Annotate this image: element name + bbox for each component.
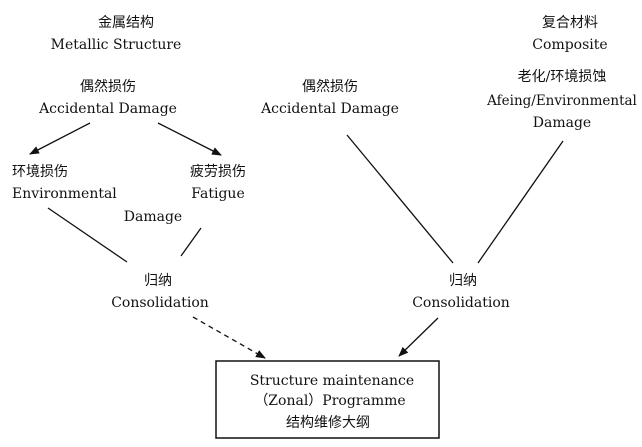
composite-title-cn: 复合材料 bbox=[542, 14, 598, 31]
programme-line1: Structure maintenance bbox=[250, 373, 414, 389]
metallic-accidental-en: Accidental Damage bbox=[38, 101, 177, 117]
metallic-accidental-cn: 偶然损伤 bbox=[80, 78, 136, 95]
arrow-composite-to-programme bbox=[398, 317, 439, 357]
composite-accidental-en: Accidental Damage bbox=[260, 101, 399, 117]
line-environmental-to-consolidation bbox=[47, 207, 128, 263]
arrow-to-environmental bbox=[29, 122, 91, 155]
dashed-arrow-metallic-to-programme bbox=[192, 316, 266, 359]
programme-line2: （Zonal）Programme bbox=[254, 393, 405, 409]
programme-line3: 结构维修大纲 bbox=[286, 415, 370, 431]
composite-ageing-cn: 老化/环境损蚀 bbox=[518, 69, 607, 85]
composite-accidental-cn: 偶然损伤 bbox=[302, 78, 358, 95]
metallic-title-cn: 金属结构 bbox=[98, 15, 154, 31]
line-ageing-to-consolidation bbox=[477, 140, 564, 264]
programme-box bbox=[215, 360, 440, 439]
composite-consolidation-cn: 归纳 bbox=[449, 272, 477, 289]
metallic-damage-label: Damage bbox=[124, 209, 182, 225]
metallic-environmental-en: Environmental bbox=[12, 186, 117, 202]
composite-title-en: Composite bbox=[532, 37, 607, 53]
metallic-fatigue-cn: 疲劳损伤 bbox=[190, 163, 246, 180]
composite-ageing-en-line1: Afeing/Environmental bbox=[486, 93, 637, 109]
metallic-environmental-cn: 环境损伤 bbox=[12, 164, 68, 180]
metallic-consolidation-en: Consolidation bbox=[111, 295, 209, 311]
metallic-consolidation-cn: 归纳 bbox=[144, 272, 172, 289]
composite-consolidation-en: Consolidation bbox=[412, 295, 510, 311]
metallic-fatigue-en: Fatigue bbox=[191, 186, 244, 202]
composite-ageing-en-line2: Damage bbox=[533, 115, 591, 131]
line-accidental-to-consolidation bbox=[346, 134, 454, 264]
metallic-title-en: Metallic Structure bbox=[51, 37, 182, 53]
line-fatigue-to-consolidation bbox=[180, 227, 202, 257]
arrow-to-fatigue bbox=[157, 122, 222, 156]
